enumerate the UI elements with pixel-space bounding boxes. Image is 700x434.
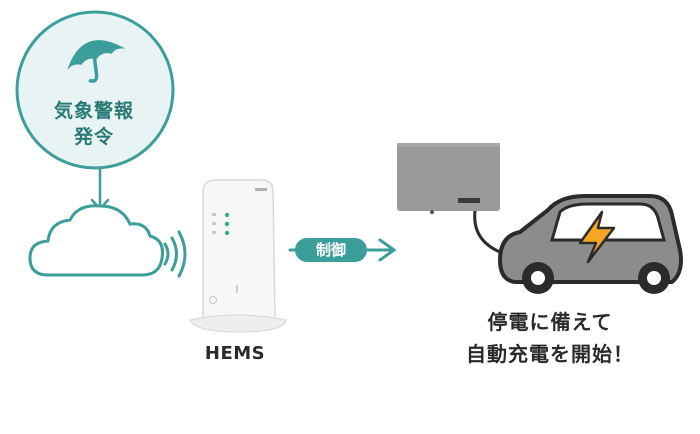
message-line1: 停電に備えて xyxy=(487,310,613,334)
hems-label: HEMS xyxy=(204,343,266,364)
lightning-bolt-icon xyxy=(578,210,616,264)
electric-car xyxy=(498,194,683,294)
ev-charger-unit xyxy=(397,143,501,254)
weather-alert-circle xyxy=(15,10,175,170)
umbrella-icon xyxy=(67,40,126,83)
hems-router-device xyxy=(189,179,287,333)
control-label: 制御 xyxy=(295,238,367,262)
wireless-signal-icon xyxy=(163,230,187,278)
alert-text-line1: 気象警報 xyxy=(53,100,134,122)
arrow-down xyxy=(90,168,110,211)
cloud-icon xyxy=(28,204,164,277)
message-line2: 自動充電を開始！ xyxy=(466,342,634,366)
alert-text-line2: 発令 xyxy=(73,126,114,148)
